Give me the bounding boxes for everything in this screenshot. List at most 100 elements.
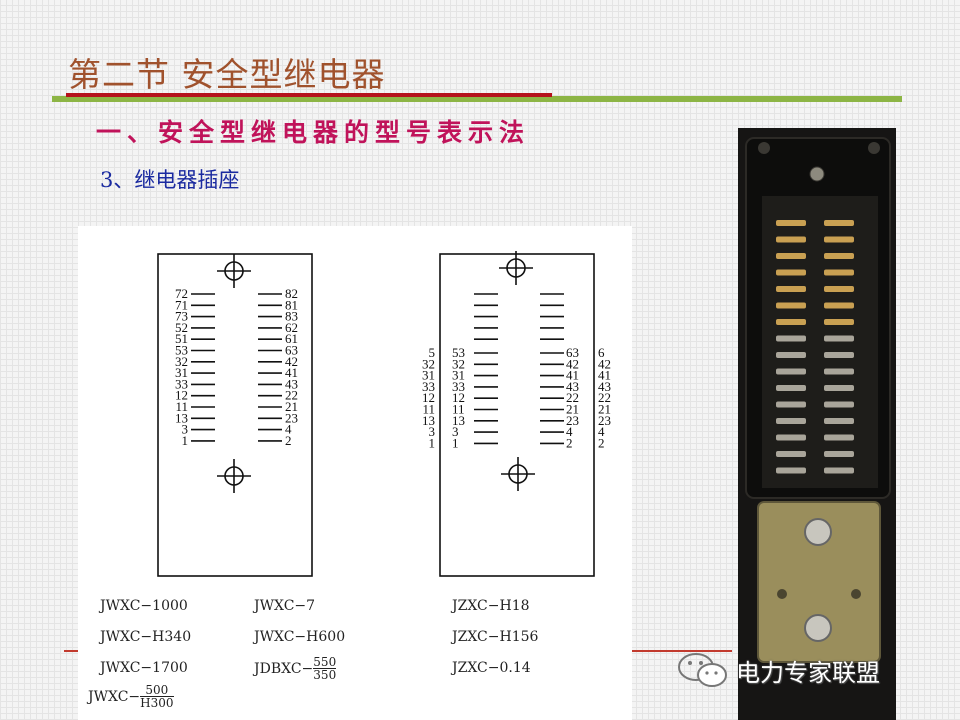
pin-label: 61 — [285, 331, 298, 346]
model-list-right: JZXC−H18 JZXC−H156 JZXC−0.14 — [452, 598, 538, 691]
pin-label: 43 — [285, 376, 298, 391]
contact-spring — [824, 368, 854, 375]
contact-spring — [824, 335, 854, 342]
pin-label: 31 — [175, 365, 188, 380]
section-heading: 一、安全型继电器的型号表示法 — [96, 118, 531, 147]
pin-label-outer: 43 — [598, 379, 611, 394]
pin-label: 52 — [175, 320, 188, 335]
pin-label-outer: 33 — [422, 379, 435, 394]
screw-icon — [809, 166, 825, 182]
pin-label: 23 — [566, 413, 579, 428]
pin-label: 4 — [285, 422, 292, 437]
pin-label: 63 — [285, 343, 298, 358]
pin-label: 21 — [285, 399, 298, 414]
contact-spring — [776, 418, 806, 424]
screw-icon — [758, 142, 770, 154]
contact-spring — [824, 418, 854, 424]
footer-rule — [632, 650, 732, 652]
model-label: JZXC−H156 — [452, 629, 539, 645]
pin-label-outer: 5 — [429, 345, 436, 360]
model-label: JWXC−H600 — [254, 629, 346, 645]
pin-label-outer: 23 — [598, 413, 611, 428]
pin-label: 63 — [566, 345, 579, 360]
model-label: JWXC−1000 — [100, 598, 188, 614]
contact-spring — [776, 467, 806, 474]
pin-label: 22 — [285, 388, 298, 403]
model-list-mid: JWXC−7 JWXC−H600 — [254, 598, 345, 660]
pin-label: 2 — [285, 433, 292, 448]
pin-label: 32 — [452, 356, 465, 371]
model-label: JZXC−H18 — [452, 598, 530, 614]
socket-outline-left — [157, 253, 313, 577]
contact-spring — [824, 434, 854, 441]
contact-spring — [776, 236, 806, 243]
pin-label: 12 — [452, 390, 465, 405]
contact-spring — [776, 352, 806, 358]
pin-label: 11 — [175, 399, 188, 414]
pin-label: 42 — [285, 354, 298, 369]
slide-title: 第二节 安全型继电器 — [68, 55, 386, 94]
item-heading: 3、继电器插座 — [100, 168, 240, 192]
pin-label: 53 — [175, 343, 188, 358]
contact-spring — [776, 385, 806, 391]
contact-spring — [776, 434, 806, 441]
contact-spring — [824, 385, 854, 391]
pin-label: 21 — [566, 402, 579, 417]
contact-spring — [776, 451, 806, 457]
pin-label-outer: 2 — [598, 435, 605, 450]
pin-label: 42 — [566, 356, 579, 371]
pin-label: 43 — [566, 379, 579, 394]
contact-spring — [776, 319, 806, 325]
pin-label: 13 — [452, 413, 465, 428]
model-jwxc-fraction: JWXC− 500 H300 — [88, 684, 174, 709]
contact-spring — [824, 220, 854, 226]
pin-label: 3 — [182, 422, 189, 437]
pin-label: 82 — [285, 286, 298, 301]
fraction-denominator: 350 — [313, 668, 337, 682]
pin-label: 2 — [566, 435, 573, 450]
pin-label: 83 — [285, 309, 298, 324]
pin-label-outer: 11 — [422, 402, 435, 417]
socket-outline-right — [439, 253, 595, 577]
model-label: JWXC−1700 — [100, 660, 188, 676]
socket-diagram: 7271735251533231331211133182818362616342… — [157, 251, 611, 577]
contact-spring — [824, 352, 854, 358]
pin-label: 13 — [175, 410, 188, 425]
pin-label: 53 — [452, 345, 465, 360]
pin-label-outer: 22 — [598, 390, 611, 405]
pin-label: 1 — [182, 433, 189, 448]
relay-socket-photo — [738, 128, 896, 720]
model-prefix: JWXC− — [88, 688, 141, 705]
contact-spring — [776, 220, 806, 226]
pin-label: 32 — [175, 354, 188, 369]
pin-label: 51 — [175, 331, 188, 346]
contact-spring — [824, 401, 854, 408]
pin-label: 11 — [452, 402, 465, 417]
pin-label: 72 — [175, 286, 188, 301]
pin-label: 81 — [285, 297, 298, 312]
model-list-left: JWXC−1000 JWXC−H340 JWXC−1700 — [100, 598, 191, 691]
pin-label-outer: 3 — [429, 424, 436, 439]
pin-label-outer: 21 — [598, 402, 611, 417]
contact-spring — [776, 302, 806, 309]
fraction-denominator: H300 — [140, 696, 174, 710]
pin-label: 33 — [175, 376, 188, 391]
pin-label: 73 — [175, 309, 188, 324]
contact-spring — [824, 236, 854, 243]
pin-label-outer: 13 — [422, 413, 435, 428]
socket-photo-drawing — [745, 137, 891, 663]
pin-label-outer: 31 — [422, 368, 435, 383]
pin-label: 31 — [452, 368, 465, 383]
fraction-numerator: 550 — [313, 655, 337, 669]
watermark: 电力专家联盟 — [676, 650, 880, 690]
contact-spring — [824, 286, 854, 292]
wechat-icon — [678, 653, 727, 687]
footer-rule — [64, 650, 78, 652]
pin-label: 4 — [566, 424, 573, 439]
contact-spring — [776, 368, 806, 375]
pin-label: 23 — [285, 410, 298, 425]
pin-label-outer: 12 — [422, 390, 435, 405]
contact-spring — [776, 401, 806, 408]
pin-label: 62 — [285, 320, 298, 335]
